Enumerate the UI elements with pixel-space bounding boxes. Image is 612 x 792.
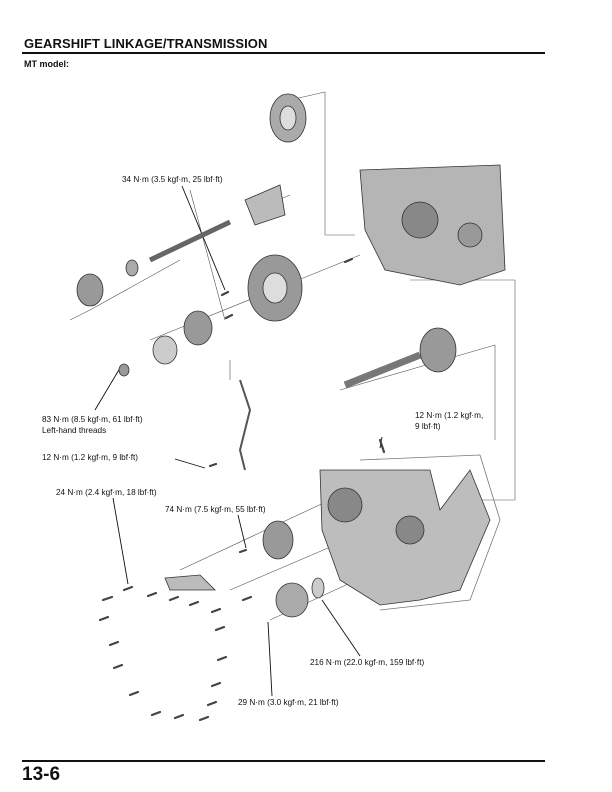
torque-callout-74nm: 74 N·m (7.5 kgf·m, 55 lbf·ft) bbox=[165, 505, 266, 514]
section-subtitle: MT model: bbox=[24, 59, 69, 69]
clutch-parts bbox=[164, 520, 325, 618]
gear-parts bbox=[76, 254, 303, 377]
torque-callout-12nm-right: 12 N·m (1.2 kgf·m, bbox=[415, 411, 484, 420]
shift-shaft bbox=[148, 219, 232, 263]
crankcase-part bbox=[359, 164, 506, 286]
shift-linkage bbox=[238, 379, 252, 471]
page-number: 13-6 bbox=[22, 764, 61, 785]
torque-callout-83nm: 83 N·m (8.5 kgf·m, 61 lbf·ft) bbox=[42, 415, 143, 424]
torque-callout-29nm: 29 N·m (3.0 kgf·m, 21 lbf·ft) bbox=[238, 698, 339, 707]
torque-callout-34nm: 34 N·m (3.5 kgf·m, 25 lbf·ft) bbox=[122, 175, 223, 184]
bolt-parts bbox=[98, 257, 386, 722]
crankcase-cover-part bbox=[319, 454, 501, 611]
rotor-part bbox=[269, 93, 307, 143]
torque-callout-24nm: 24 N·m (2.4 kgf·m, 18 lbf·ft) bbox=[56, 488, 157, 497]
bracket-part bbox=[244, 184, 286, 226]
left-hand-threads-note: Left-hand threads bbox=[42, 426, 107, 435]
torque-callout-12nm-right-cont: 9 lbf·ft) bbox=[415, 422, 441, 431]
footer-rule bbox=[22, 760, 545, 762]
mainshaft-part bbox=[343, 327, 457, 389]
header-rule bbox=[22, 52, 545, 54]
torque-callout-12nm-left: 12 N·m (1.2 kgf·m, 9 lbf·ft) bbox=[42, 453, 138, 462]
torque-callout-216nm: 216 N·m (22.0 kgf·m, 159 lbf·ft) bbox=[310, 658, 425, 667]
leader-lines bbox=[94, 185, 383, 697]
page-title: GEARSHIFT LINKAGE/TRANSMISSION bbox=[24, 36, 268, 51]
